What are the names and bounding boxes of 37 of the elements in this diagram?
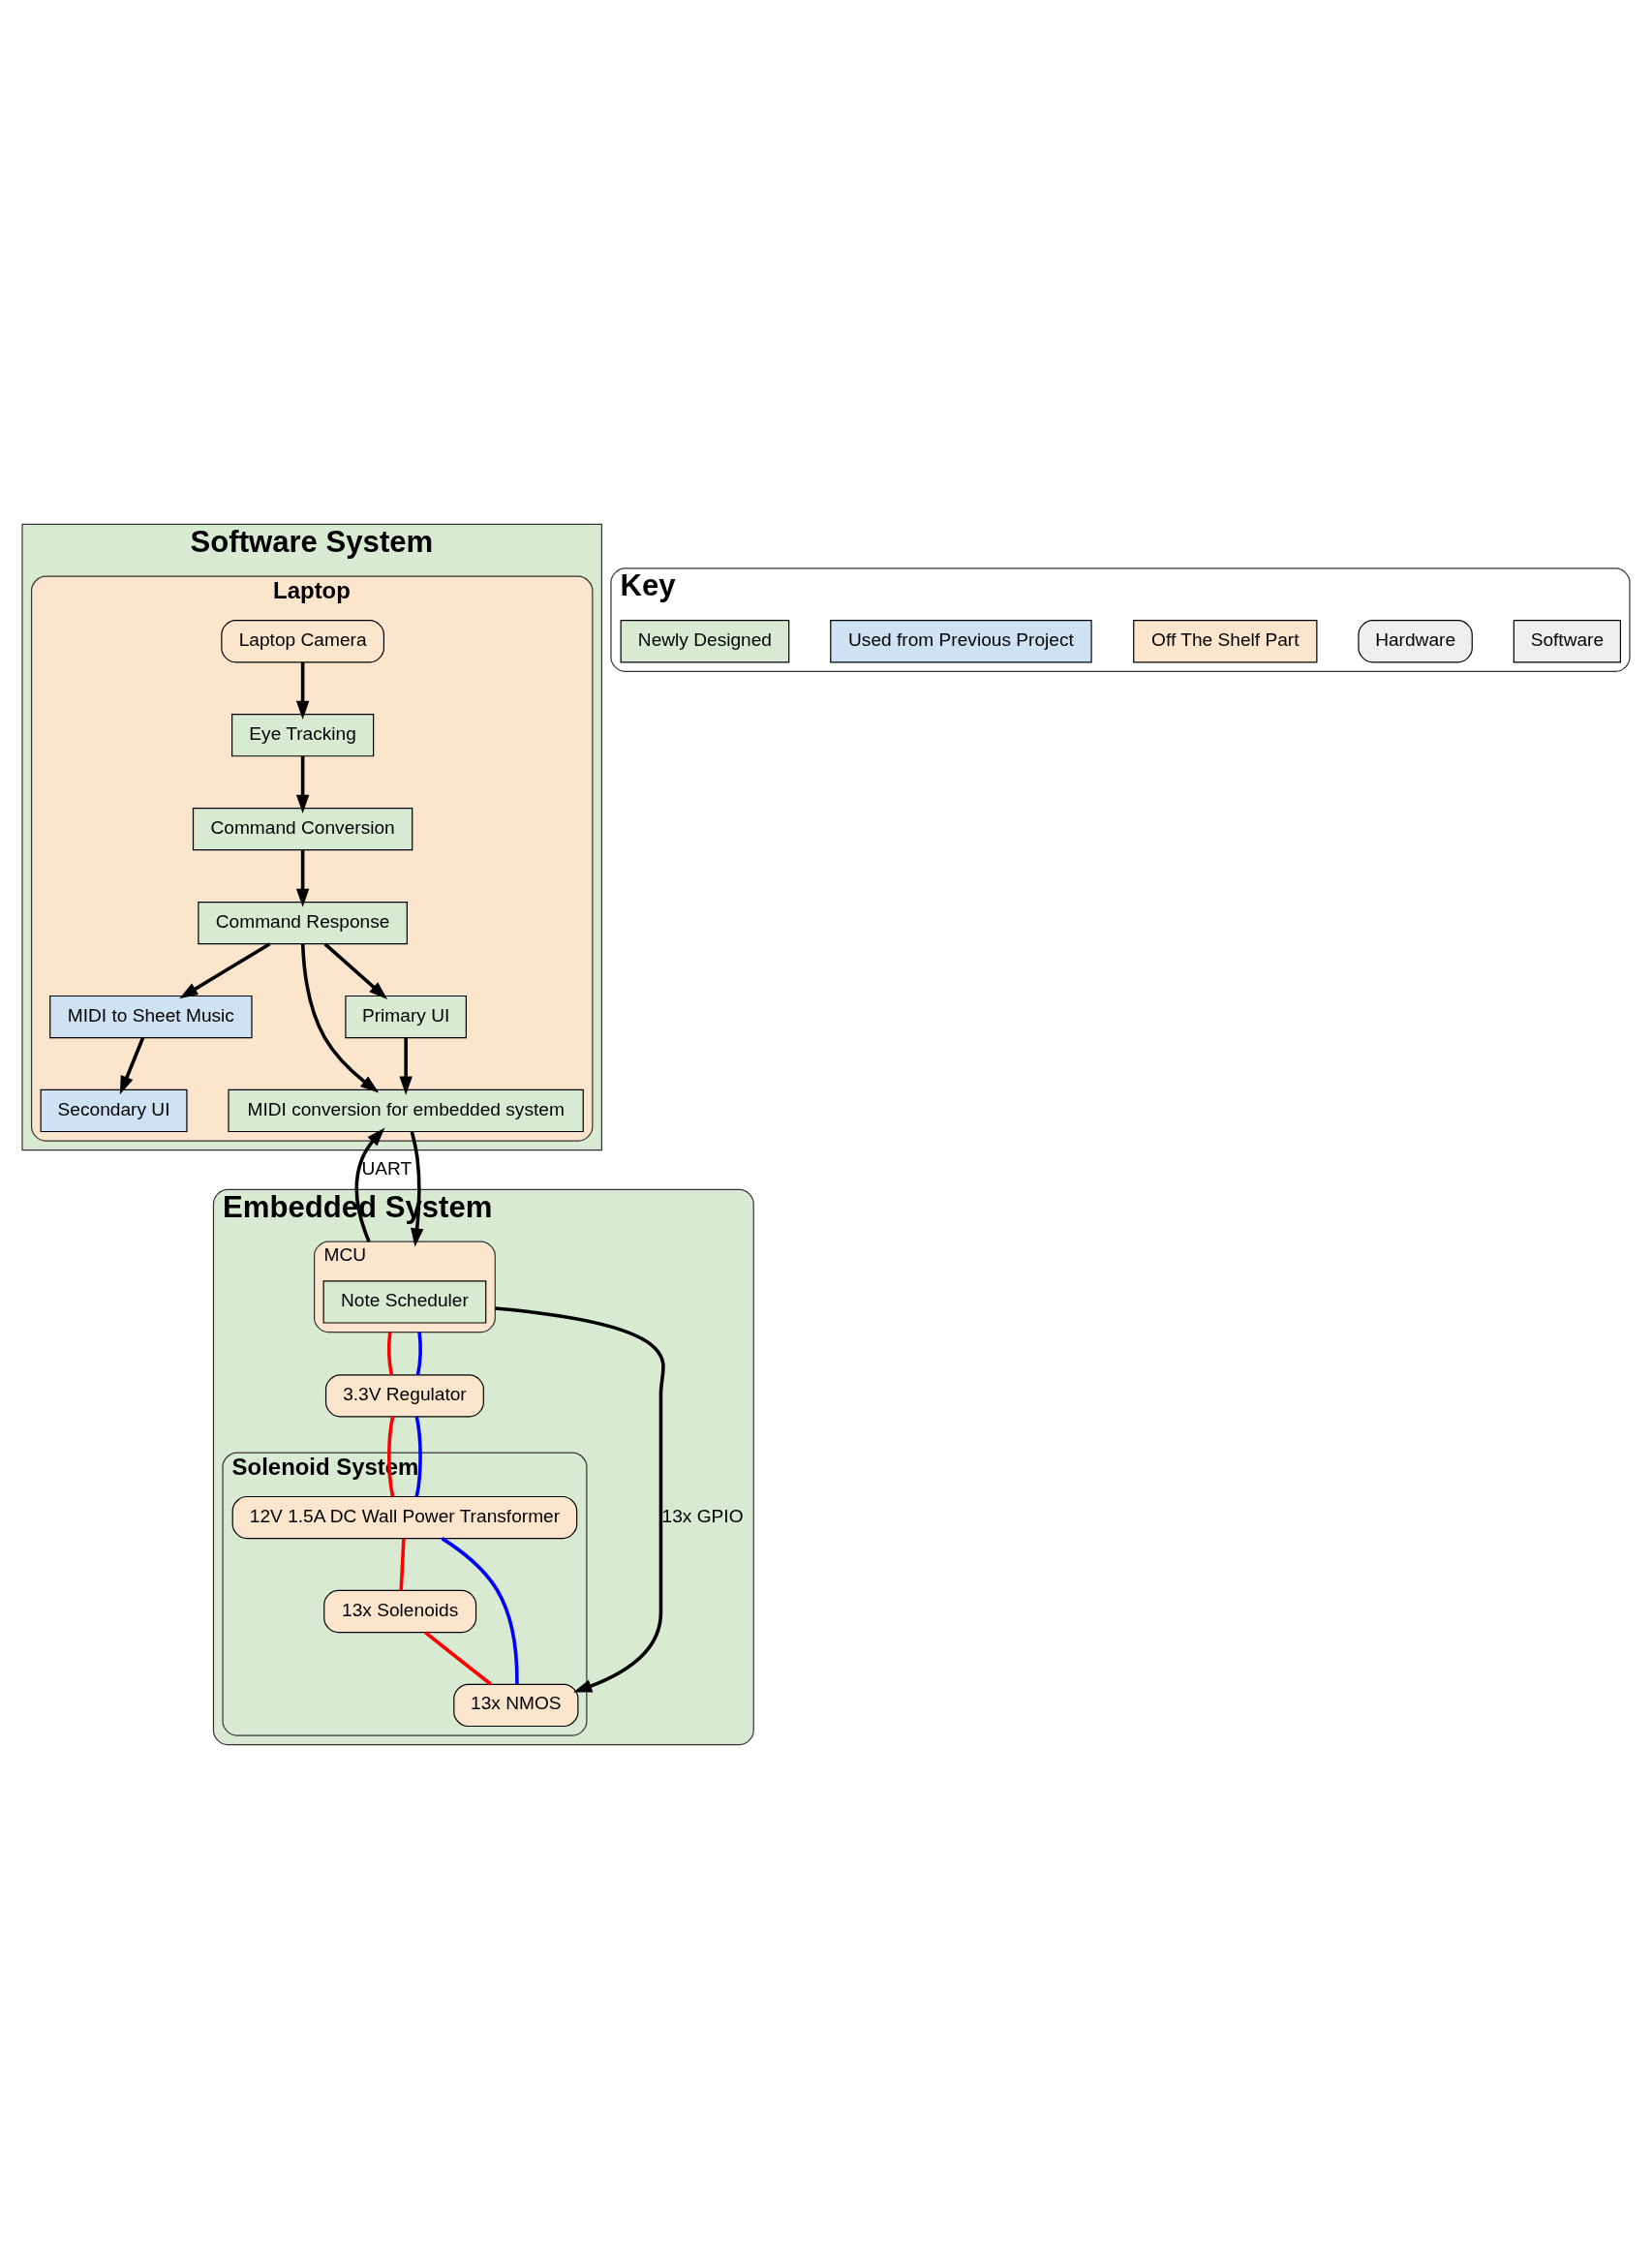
- arrow: [354, 1127, 385, 1242]
- node-box: 13x NMOS: [453, 1683, 579, 1727]
- edge-label: UART: [361, 1157, 413, 1179]
- node-box: Secondary UI: [40, 1088, 188, 1132]
- arrow: [323, 941, 388, 999]
- arrow: [410, 1131, 424, 1247]
- node-box: Primary UI: [345, 995, 467, 1038]
- node-box: Off The Shelf Part: [1133, 619, 1318, 662]
- node-box: Eye Tracking: [231, 713, 375, 756]
- arrow: [295, 661, 310, 720]
- arrow: [399, 1037, 413, 1095]
- node-box: Laptop Camera: [221, 619, 384, 662]
- arrow: [119, 1036, 145, 1094]
- arrow: [295, 849, 310, 907]
- arrow: [495, 1305, 665, 1692]
- node-box: Command Conversion: [192, 807, 413, 850]
- arrow: [300, 943, 380, 1092]
- node-box: Newly Designed: [620, 619, 790, 662]
- node-box: Used from Previous Project: [830, 619, 1092, 662]
- edge-label: 13x GPIO: [661, 1505, 744, 1526]
- node-box: MIDI to Sheet Music: [49, 995, 253, 1038]
- connector: [399, 1538, 406, 1590]
- node-box: Note Scheduler: [322, 1279, 487, 1324]
- connector: [415, 1331, 422, 1375]
- node-box: 13x Solenoids: [323, 1589, 477, 1633]
- connector: [414, 1416, 422, 1497]
- node-box: 12V 1.5A DC Wall Power Transformer: [231, 1495, 578, 1539]
- node-box: MIDI conversion for embedded system: [228, 1088, 584, 1132]
- connector: [424, 1630, 493, 1686]
- arrow: [179, 941, 271, 998]
- node-box: Hardware: [1358, 619, 1473, 662]
- connector: [387, 1331, 394, 1375]
- node-box: Command Response: [198, 901, 408, 944]
- node-box: Software: [1513, 619, 1622, 662]
- connector: [441, 1536, 519, 1684]
- node-box: 3.3V Regulator: [324, 1373, 484, 1418]
- arrow: [295, 755, 310, 813]
